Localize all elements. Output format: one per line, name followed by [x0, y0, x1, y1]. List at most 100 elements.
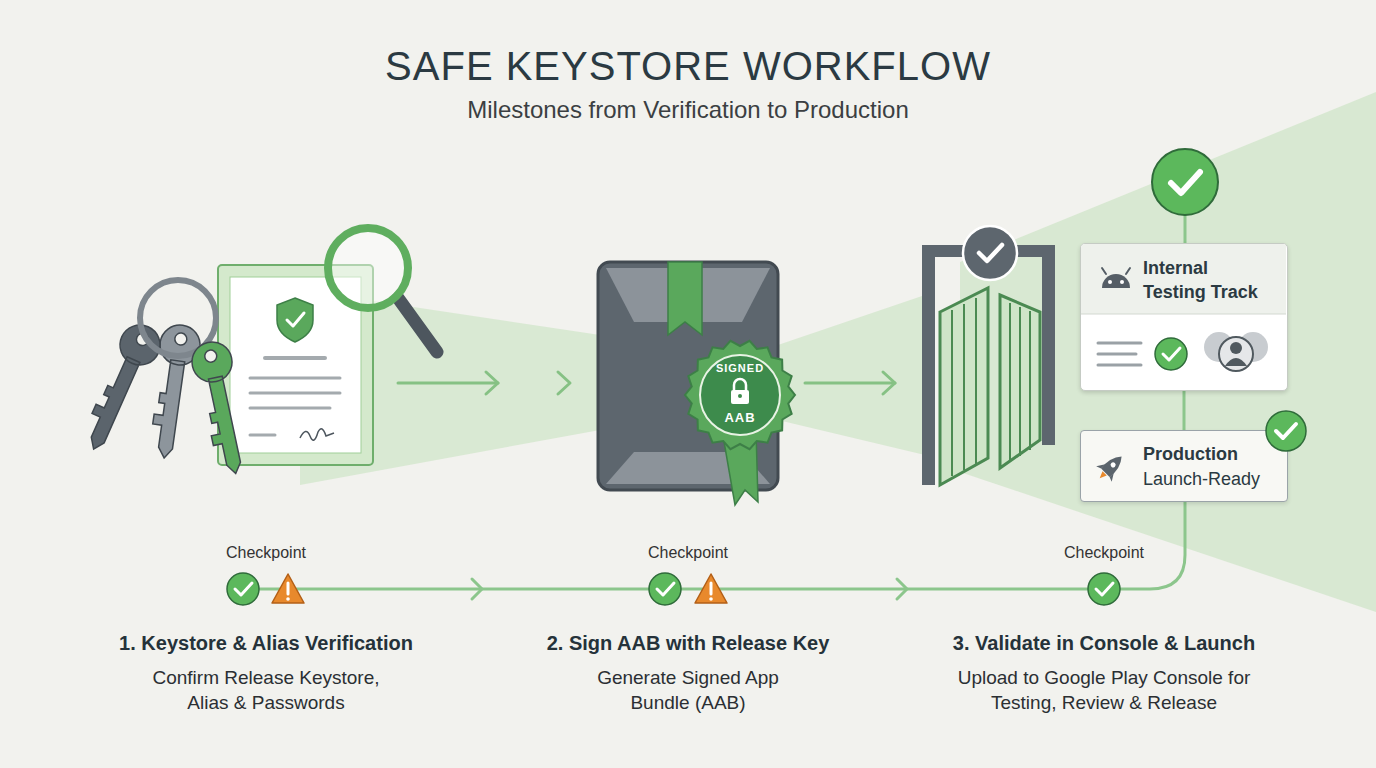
seal-text: SIGNED	[685, 356, 795, 380]
lock-shackle	[734, 379, 746, 390]
warning-mark	[286, 597, 290, 601]
card-body: Launch-Ready	[1143, 467, 1283, 491]
text-line	[250, 407, 330, 410]
warning-triangle	[272, 574, 304, 603]
android-antenna	[1126, 268, 1130, 274]
step-description: Confirm Release Keystore, Alias & Passwo…	[136, 665, 396, 715]
check-mark	[979, 245, 1002, 261]
timeline	[243, 182, 1185, 599]
lock-keyhole	[738, 394, 742, 398]
check-mark	[1163, 348, 1180, 360]
key	[75, 319, 166, 458]
check-badge	[1266, 411, 1306, 451]
arrow-head	[472, 579, 482, 599]
seal-text: AAB	[685, 406, 795, 430]
gate-post	[1042, 245, 1055, 445]
check-mark	[1096, 583, 1113, 595]
card-heading: Production	[1143, 442, 1283, 466]
production-card: ProductionLaunch-Ready	[1080, 430, 1288, 502]
check-badge	[963, 226, 1017, 280]
rocket-flame	[1098, 471, 1107, 480]
checkpoint-icons	[227, 573, 1120, 605]
gate-bar	[1019, 307, 1021, 456]
gate-bar	[951, 310, 953, 476]
text-line	[265, 356, 325, 360]
text-line	[250, 377, 340, 380]
arrow-line	[398, 382, 498, 385]
avatar-head	[1230, 342, 1242, 354]
subtitle: Milestones from Verification to Producti…	[308, 95, 1068, 125]
check-badge	[1088, 573, 1120, 605]
magnifier-handle	[398, 298, 437, 352]
step-heading: 2. Sign AAB with Release Key	[488, 630, 888, 656]
arrow-line	[805, 382, 895, 385]
gate-bar	[1029, 311, 1031, 450]
text-line	[1098, 364, 1141, 367]
arrow-head	[486, 372, 498, 394]
card-header	[1081, 244, 1286, 314]
arrow-head	[897, 579, 907, 599]
shield-icon	[277, 298, 313, 342]
android-antenna	[1102, 268, 1106, 274]
gate-bars	[952, 298, 1030, 476]
arrow-head	[883, 372, 895, 394]
bookmark-ribbon	[668, 262, 702, 335]
check-mark	[287, 313, 304, 326]
gate-door	[1000, 295, 1040, 468]
testing-track-card: Internal Testing Track	[1080, 243, 1288, 391]
avatar	[1219, 337, 1253, 371]
step-heading: 3. Validate in Console & Launch	[904, 630, 1304, 656]
warning-triangle	[695, 574, 727, 603]
check-mark	[1171, 172, 1200, 193]
text-line	[250, 392, 340, 395]
card-divider	[1081, 314, 1286, 315]
rocket-window	[1110, 461, 1117, 468]
diagram-title: SAFE KEYSTORE WORKFLOW	[288, 44, 1088, 88]
text-line	[1098, 342, 1141, 345]
flow-band	[778, 295, 925, 455]
step-description: Upload to Google Play Console for Testin…	[952, 665, 1257, 715]
launch-check	[1152, 149, 1218, 215]
check-mark	[1276, 424, 1296, 438]
rocket-fin	[1096, 461, 1117, 482]
connector	[1183, 391, 1186, 430]
step-heading: 1. Keystore & Alias Verification	[66, 630, 466, 656]
check-mark	[235, 583, 252, 595]
gate	[922, 226, 1055, 485]
node-shape	[685, 340, 795, 450]
checkpoint-label: Checkpoint	[598, 543, 778, 563]
avatar-body	[1225, 358, 1247, 366]
check-badge	[1152, 149, 1218, 215]
text-lines	[250, 358, 340, 435]
check-mark	[657, 583, 674, 595]
android-eye	[1120, 280, 1124, 284]
warning-mark	[709, 597, 713, 601]
lock-body	[731, 390, 749, 404]
checkpoint-label: Checkpoint	[176, 543, 356, 563]
seal-badge: SIGNED AAB	[685, 340, 795, 450]
text-line	[1098, 353, 1136, 356]
magnifier	[328, 228, 437, 352]
node-shape	[1081, 431, 1289, 503]
rocket-icon	[1092, 449, 1129, 486]
text-line	[250, 434, 275, 437]
gate-bar	[963, 304, 965, 470]
key-bunch	[75, 280, 255, 478]
card-heading: Internal Testing Track	[1143, 256, 1275, 304]
signature	[300, 429, 334, 440]
seal-outline	[685, 341, 795, 449]
warning-mark	[710, 583, 713, 594]
timeline-line	[243, 502, 1185, 589]
check-badge	[649, 573, 681, 605]
arrow-head	[558, 372, 570, 394]
check-badge	[227, 573, 259, 605]
check-badge	[1155, 338, 1187, 370]
checkpoint-label: Checkpoint	[1014, 543, 1194, 563]
gate-door	[940, 288, 988, 485]
flow-band	[960, 92, 1376, 612]
step-description: Generate Signed App Bundle (AAB)	[583, 665, 793, 715]
key	[188, 338, 255, 477]
warning-mark	[287, 583, 290, 594]
gate-post	[922, 245, 935, 485]
